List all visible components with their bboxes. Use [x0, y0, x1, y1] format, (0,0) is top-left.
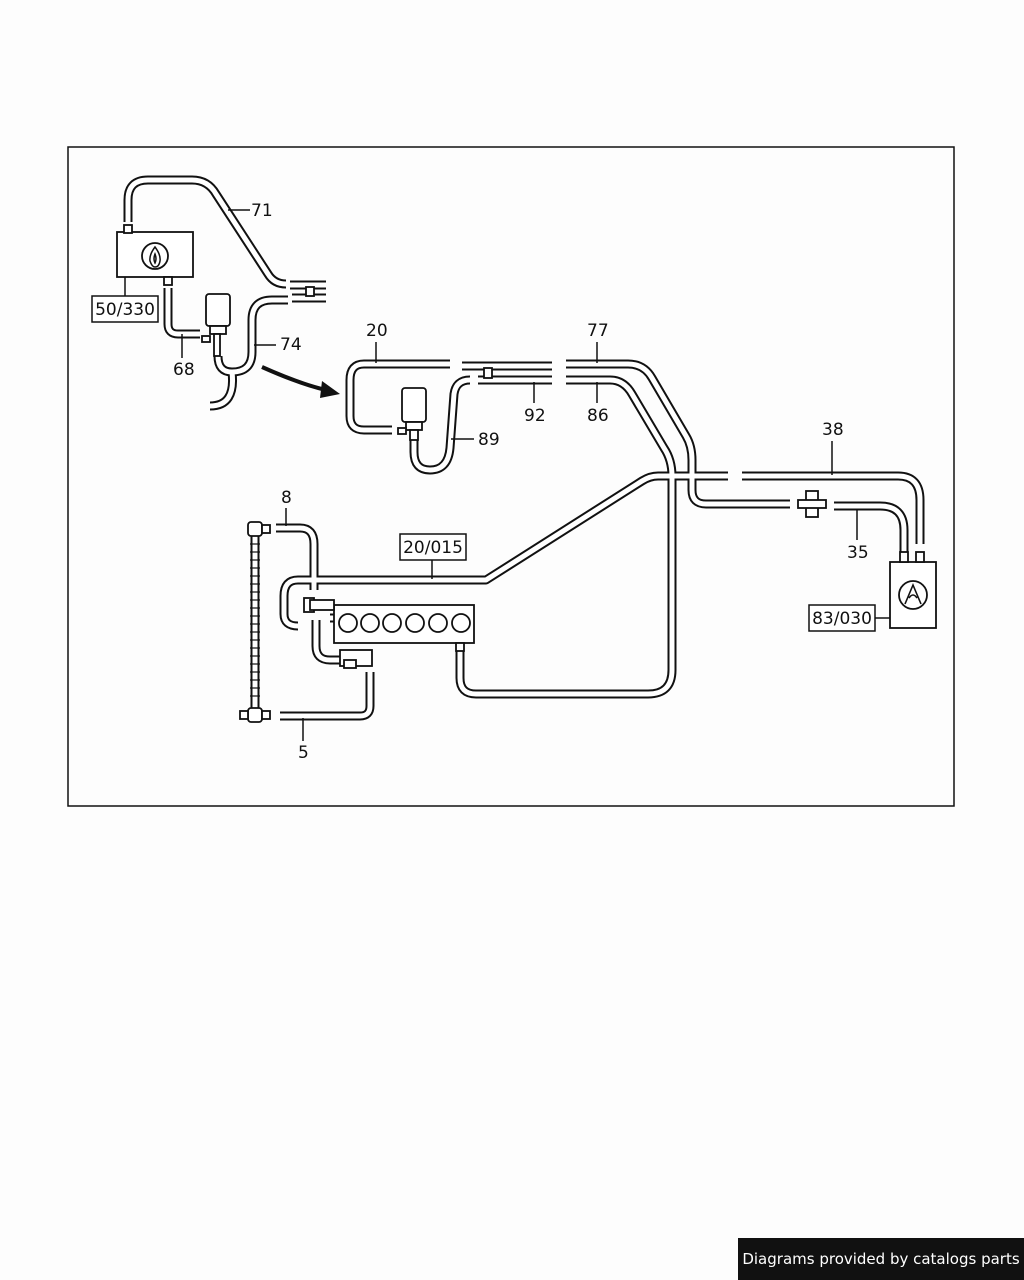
- engine-block: [303, 597, 475, 669]
- flame-icon: [149, 245, 161, 268]
- water-valve-upper: [201, 293, 231, 357]
- inline-connector: [797, 490, 827, 518]
- label-92: 92: [524, 406, 546, 426]
- label-74: 74: [280, 335, 302, 355]
- ref-box-83-030-label: 83/030: [812, 609, 872, 629]
- ref-box-50-330-label: 50/330: [95, 300, 155, 320]
- label-68: 68: [173, 360, 195, 380]
- credit-text: Diagrams provided by catalogs parts: [742, 1250, 1020, 1268]
- water-valve-lower: [397, 387, 427, 441]
- label-8: 8: [281, 488, 292, 508]
- label-20: 20: [366, 321, 388, 341]
- credit-banner: Diagrams provided by catalogs parts: [738, 1238, 1024, 1280]
- label-77: 77: [587, 321, 609, 341]
- radiator-corrugation: [250, 543, 260, 697]
- tee-fitting-92: [483, 367, 493, 379]
- label-89: 89: [478, 430, 500, 450]
- leader-lines: [124, 209, 890, 741]
- label-86: 86: [587, 406, 609, 426]
- ref-box-20-015-label: 20/015: [403, 538, 463, 558]
- ref-box-20-015[interactable]: 20/015: [399, 533, 467, 561]
- auxiliary-heater: [889, 551, 937, 629]
- label-71: 71: [251, 201, 273, 221]
- heater-symbol-icon: [904, 582, 922, 605]
- label-5: 5: [298, 743, 309, 763]
- flow-arrow: [261, 365, 340, 398]
- radiator-fittings: [239, 521, 271, 723]
- ref-box-83-030[interactable]: 83/030: [808, 604, 876, 632]
- hoses-inner: [125, 177, 923, 719]
- tee-fitting-upper: [305, 286, 315, 297]
- ref-box-50-330[interactable]: 50/330: [91, 295, 159, 323]
- heater-core: [116, 224, 194, 286]
- label-38: 38: [822, 420, 844, 440]
- label-35: 35: [847, 543, 869, 563]
